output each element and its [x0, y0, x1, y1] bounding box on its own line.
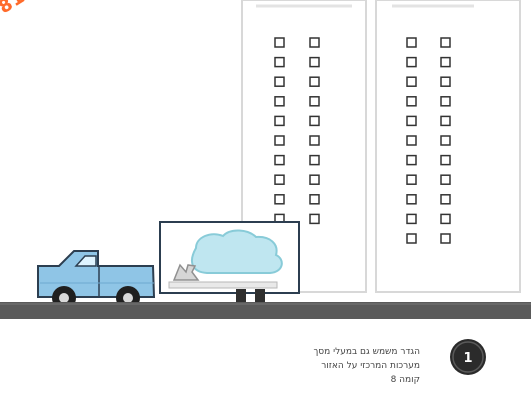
- window-icon: [310, 195, 319, 204]
- window-icon: [407, 214, 416, 223]
- window-icon: [441, 136, 450, 145]
- window-icon: [310, 175, 319, 184]
- window-icon: [310, 156, 319, 165]
- window-icon: [407, 77, 416, 86]
- window-icon: [275, 38, 284, 47]
- window-icon: [441, 156, 450, 165]
- window-icon: [441, 234, 450, 243]
- window-icon: [441, 175, 450, 184]
- window-icon: [275, 77, 284, 86]
- window-icon: [310, 136, 319, 145]
- window-icon: [275, 156, 284, 165]
- window-icon: [275, 175, 284, 184]
- window-icon: [310, 116, 319, 125]
- window-icon: [310, 77, 319, 86]
- window-icon: [275, 136, 284, 145]
- window-icon: [441, 97, 450, 106]
- window-icon: [407, 175, 416, 184]
- step-badge: 1: [450, 339, 486, 375]
- window-icon: [407, 38, 416, 47]
- window-icon: [310, 97, 319, 106]
- window-icon: [441, 195, 450, 204]
- window-icon: [407, 58, 416, 67]
- step-number: 1: [463, 351, 472, 366]
- window-icon: [407, 234, 416, 243]
- caption-line-1: הגדר משמש גם במעלי מסך: [230, 345, 420, 359]
- window-icon: [441, 214, 450, 223]
- window-icon: [407, 156, 416, 165]
- window-icon: [407, 195, 416, 204]
- truck-wheel-rear-hub: [123, 293, 133, 303]
- caption-line-2: מערכות המרכזי על האזור: [230, 359, 420, 373]
- window-icon: [275, 97, 284, 106]
- window-icon: [441, 116, 450, 125]
- window-icon: [310, 58, 319, 67]
- window-icon: [407, 136, 416, 145]
- window-icon: [441, 77, 450, 86]
- window-icon: [310, 38, 319, 47]
- window-icon: [407, 116, 416, 125]
- window-icon: [407, 97, 416, 106]
- ground-bar: [0, 302, 531, 319]
- window-icon: [441, 58, 450, 67]
- trailer-bed: [169, 282, 277, 288]
- window-icon: [441, 38, 450, 47]
- window-icon: [275, 195, 284, 204]
- window-icon: [310, 214, 319, 223]
- window-icon: [275, 116, 284, 125]
- step-caption: הגדר משמש גם במעלי מסך מערכות המרכזי על …: [230, 345, 420, 387]
- caption-line-3: קומה 8: [230, 373, 420, 387]
- window-icon: [275, 58, 284, 67]
- truck-wheel-front-hub: [59, 293, 69, 303]
